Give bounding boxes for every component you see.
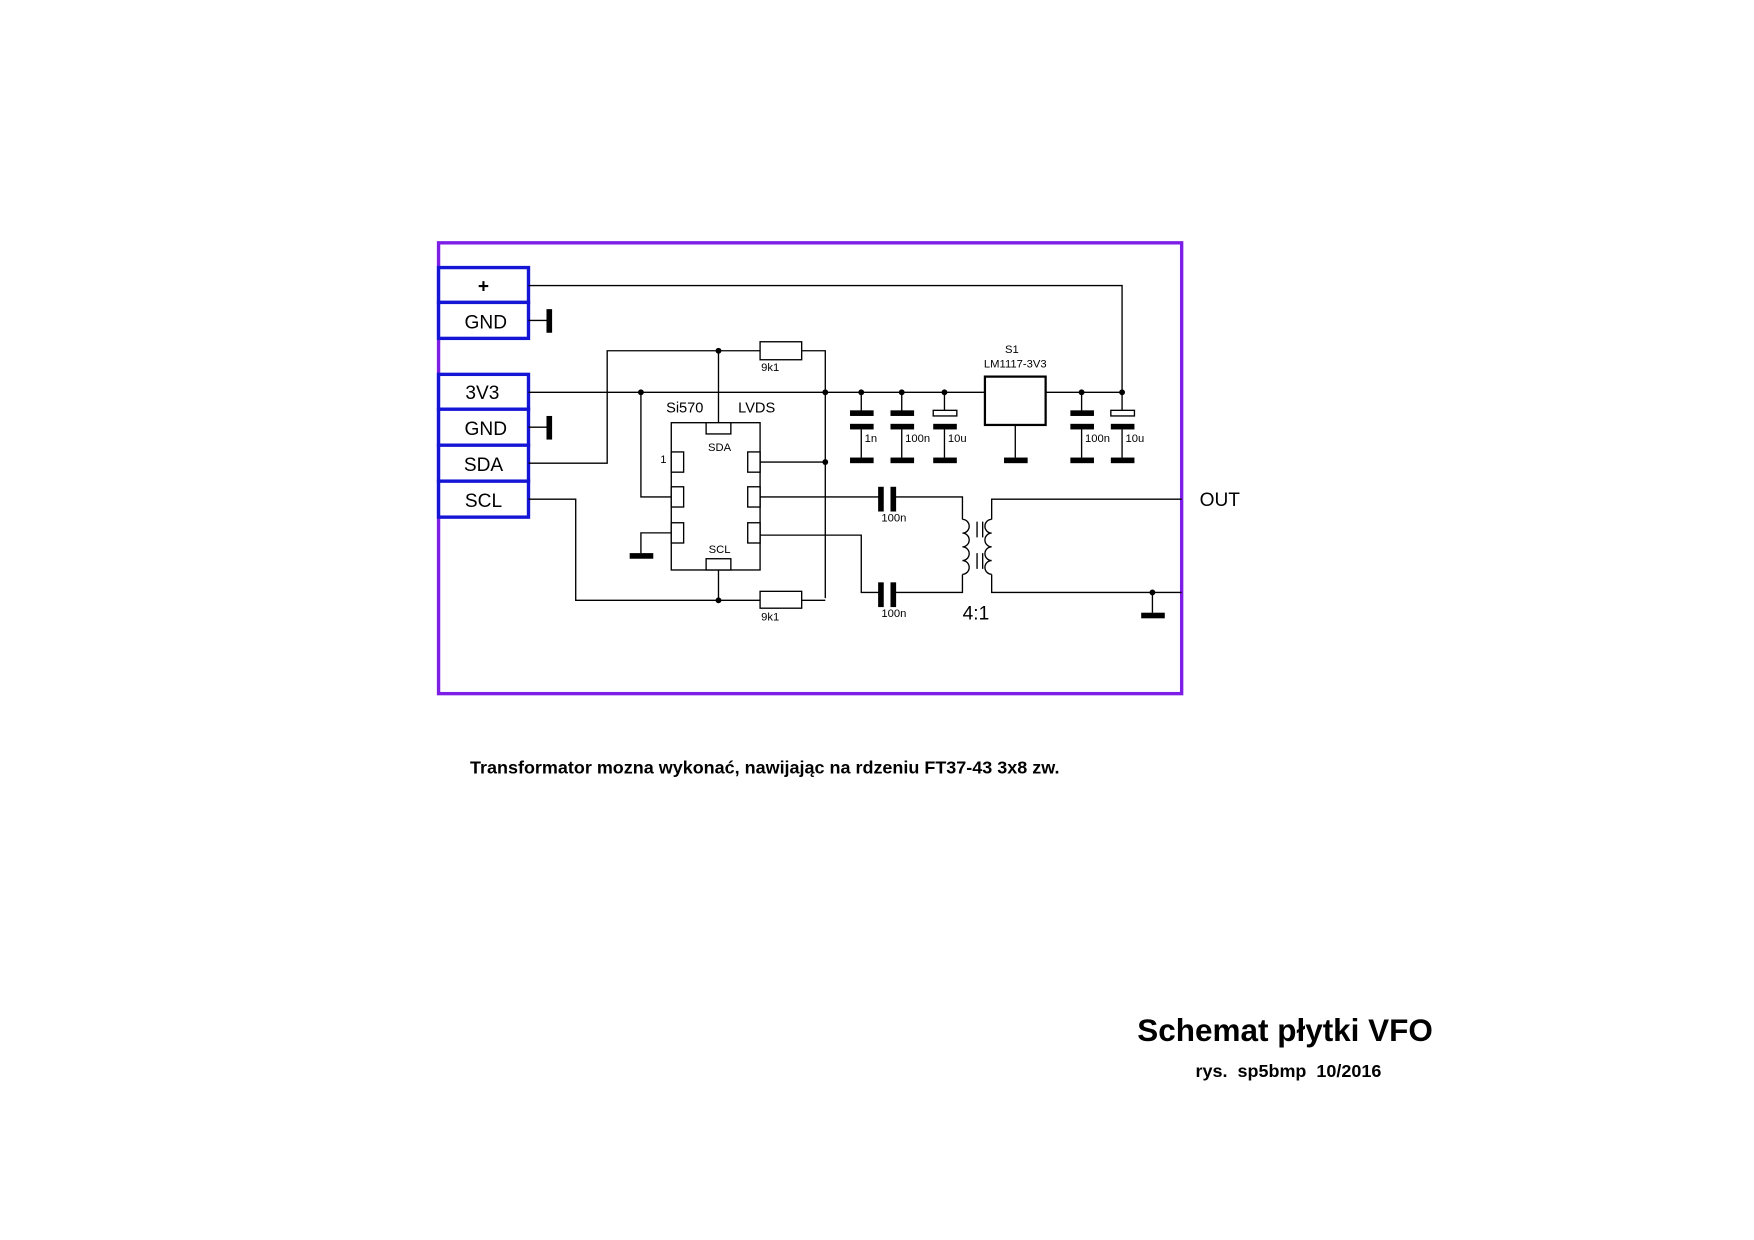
output-label: OUT: [1200, 490, 1241, 511]
ground-icon: [546, 309, 553, 333]
cap-value: 10u: [1125, 433, 1144, 445]
ground-icon: [546, 415, 553, 440]
connector-label: GND: [465, 419, 507, 440]
resistor: [759, 590, 803, 609]
regulator: [983, 375, 1047, 427]
connector-label: +: [478, 276, 489, 297]
pin1-label: 1: [660, 454, 666, 466]
transformer-note: Transformator mozna wykonać, nawijając n…: [470, 757, 1060, 777]
chip-type: LVDS: [738, 401, 775, 417]
cap-value: 100n: [1085, 433, 1110, 445]
connector-label: GND: [465, 312, 507, 333]
cap-value: 100n: [881, 608, 906, 620]
connector-gnd-1: [436, 300, 531, 341]
coupling-capacitors: [878, 486, 897, 608]
cap-value: 1n: [865, 433, 878, 445]
drawing-title: Schemat płytki VFO: [1137, 1013, 1433, 1048]
connector-label: SDA: [464, 455, 504, 476]
connector-label: SCL: [465, 491, 502, 512]
pin-sda-label: SDA: [708, 442, 732, 454]
pin-scl-label: SCL: [709, 544, 731, 556]
connector-label: 3V3: [465, 383, 499, 404]
connector-gnd-2: [436, 407, 531, 447]
drawing-subtitle: rys. sp5bmp 10/2016: [1196, 1061, 1382, 1081]
resistor-value: 9k1: [761, 612, 779, 624]
resistor-value: 9k1: [761, 362, 779, 374]
transformer: [962, 518, 992, 575]
cap-value: 10u: [948, 433, 967, 445]
regulator-part: LM1117-3V3: [984, 359, 1047, 371]
wires: [528, 284, 1182, 613]
si570-chip: Si570 LVDS SDA SCL 1: [660, 401, 775, 571]
regulator-ref: S1: [1005, 344, 1019, 356]
junction-dots: [637, 347, 1156, 604]
cap-value: 100n: [881, 513, 906, 525]
chip-name: Si570: [666, 401, 703, 417]
resistor: [759, 341, 803, 361]
ground-icon: [629, 553, 654, 559]
connector-block: + GND 3V3 GND SDA SCL: [436, 265, 531, 519]
ground-icon: [1141, 612, 1165, 619]
cap-value: 100n: [905, 433, 930, 445]
decoupling-capacitors: [850, 409, 1136, 464]
transformer-ratio: 4:1: [963, 603, 990, 624]
